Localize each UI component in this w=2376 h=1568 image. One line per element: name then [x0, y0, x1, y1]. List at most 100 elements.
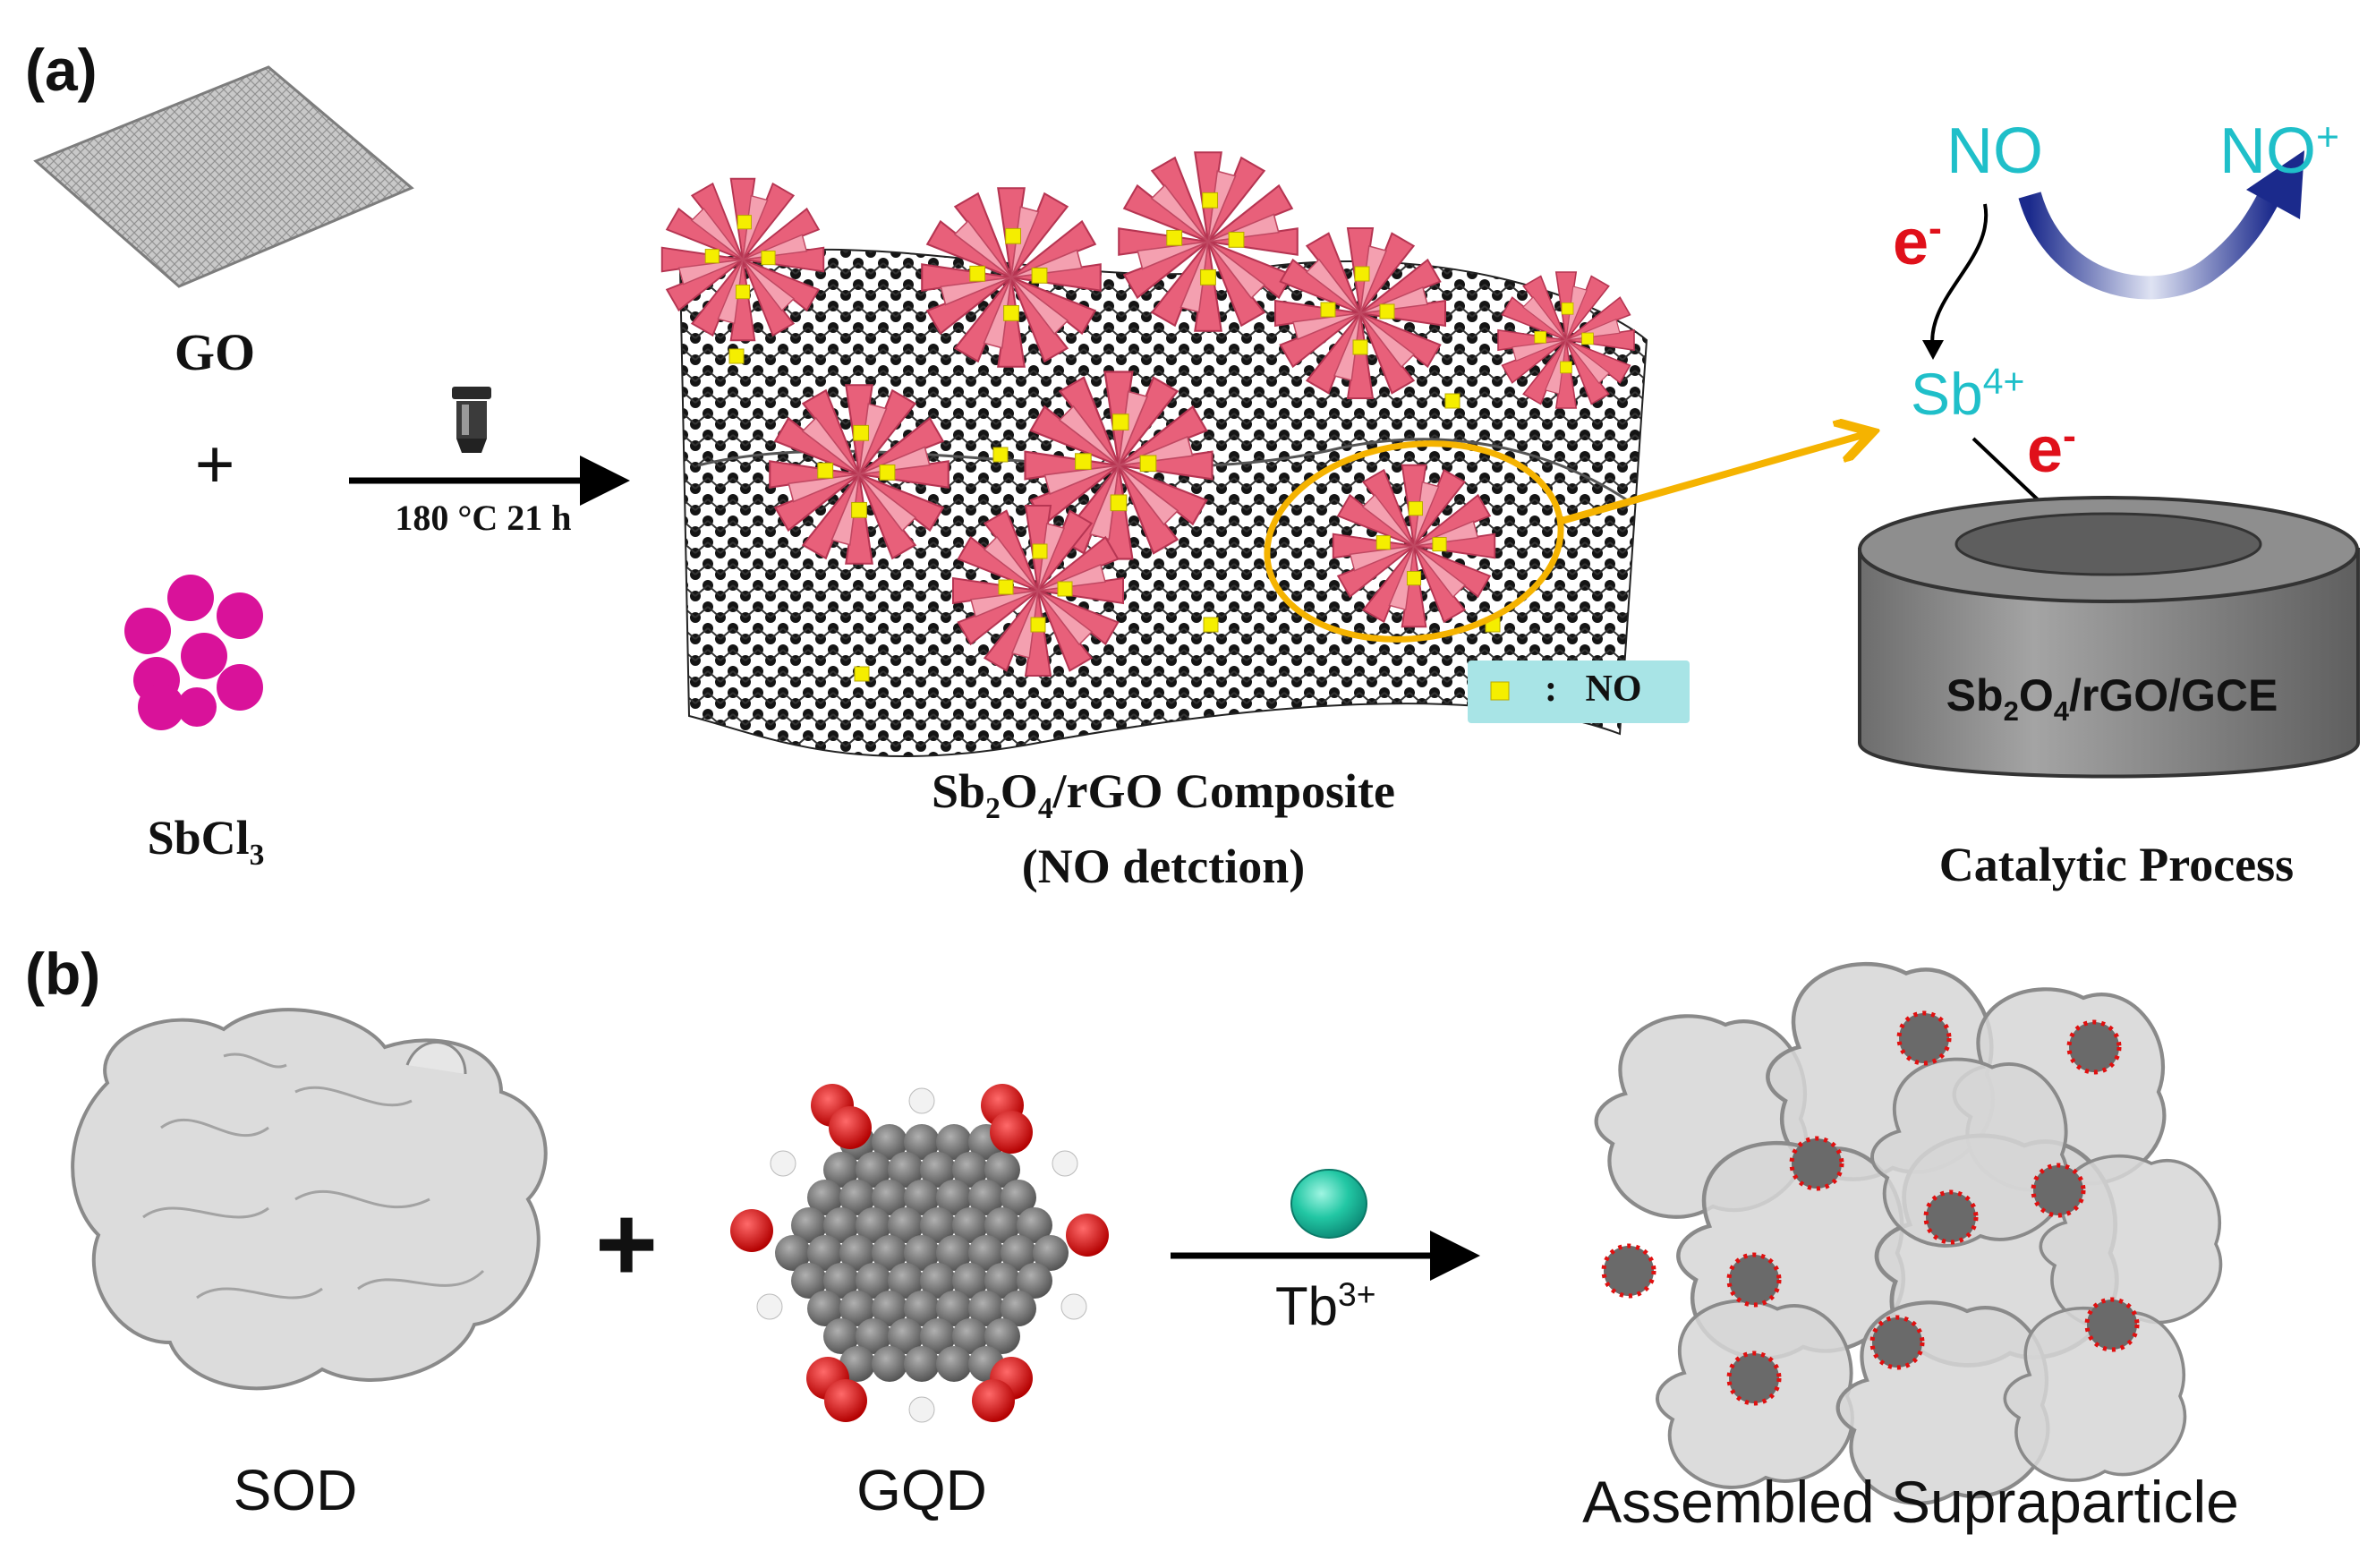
gqd-carbon-atom	[984, 1207, 1020, 1243]
embedded-gqd	[1869, 1315, 1925, 1370]
gqd-carbon-atom	[888, 1263, 924, 1299]
embedded-gqd	[2084, 1297, 2140, 1352]
gqd-carbon-atom	[888, 1207, 924, 1243]
embedded-gqd	[1726, 1252, 1782, 1308]
sb-ion-label: Sb4+	[1911, 361, 2025, 427]
reactant-sbcl3-label: SbCl3	[147, 811, 265, 872]
gqd-carbon-atom	[952, 1207, 988, 1243]
embedded-gqd	[1923, 1189, 1979, 1245]
embedded-gqd	[1789, 1136, 1844, 1191]
gqd-hydrogen-atom	[1060, 1293, 1087, 1320]
gqd-carbon-atom	[791, 1263, 827, 1299]
gqd-carbon-atom	[920, 1263, 956, 1299]
gqd-carbon-atom	[936, 1346, 972, 1382]
gqd-carbon-atom	[1033, 1235, 1069, 1271]
plus-sign-b: +	[594, 1184, 659, 1304]
sod-protein-icon	[71, 1008, 548, 1391]
gqd-carbon-atom	[968, 1291, 1004, 1326]
gqd-carbon-atom	[984, 1318, 1020, 1354]
embedded-gqd	[2031, 1163, 2086, 1218]
gqd-carbon-atom	[872, 1235, 907, 1271]
gqd-carbon-atom	[775, 1235, 811, 1271]
gqd-carbon-atom	[920, 1318, 956, 1354]
supraparticle-label: Assembled Supraparticle	[1582, 1469, 2239, 1535]
panel-b-label: (b)	[25, 941, 101, 1007]
gqd-hydrogen-atom	[908, 1087, 935, 1114]
gqd-hydrogen-atom	[770, 1150, 796, 1177]
gqd-carbon-atom	[872, 1346, 907, 1382]
gqd-carbon-atom	[839, 1180, 875, 1215]
gqd-carbon-atom	[807, 1235, 843, 1271]
reaction-condition-label: 180 °C 21 h	[395, 498, 572, 538]
panel-a-label: (a)	[25, 37, 98, 103]
gqd-carbon-atom	[856, 1152, 891, 1188]
electron-label-1: e-	[1893, 207, 1942, 278]
electron-label-2: e-	[2027, 414, 2076, 486]
embedded-gqd	[1601, 1243, 1656, 1299]
gqd-molecule-icon	[730, 1084, 1109, 1423]
gqd-oxygen-atom	[990, 1111, 1033, 1154]
gqd-carbon-atom	[1017, 1263, 1052, 1299]
reactant-go-label: GO	[174, 323, 256, 381]
no-legend-box	[1468, 660, 1690, 723]
sod-label: SOD	[233, 1458, 358, 1522]
gqd-carbon-atom	[872, 1180, 907, 1215]
gqd-oxygen-atom	[972, 1379, 1015, 1422]
no-label: NO	[1946, 115, 2043, 187]
gqd-carbon-atom	[872, 1124, 907, 1160]
gqd-carbon-atom	[920, 1152, 956, 1188]
no-plus-label: NO+	[2219, 115, 2340, 187]
electrode-cylinder-icon	[1858, 496, 2360, 779]
gqd-oxygen-atom	[1066, 1214, 1109, 1257]
gqd-carbon-atom	[952, 1318, 988, 1354]
gqd-carbon-atom	[936, 1235, 972, 1271]
gqd-carbon-atom	[904, 1180, 940, 1215]
gqd-carbon-atom	[807, 1180, 843, 1215]
oxidation-arc-arrow	[2018, 150, 2304, 300]
gqd-carbon-atom	[920, 1207, 956, 1243]
gqd-carbon-atom	[984, 1152, 1020, 1188]
legend-text: : NO	[1545, 669, 1642, 710]
gqd-carbon-atom	[1017, 1207, 1052, 1243]
gqd-hydrogen-atom	[1052, 1150, 1078, 1177]
gqd-carbon-atom	[1001, 1235, 1036, 1271]
gqd-carbon-atom	[839, 1291, 875, 1326]
gqd-carbon-atom	[952, 1152, 988, 1188]
gqd-carbon-atom	[823, 1263, 859, 1299]
plus-sign-a: +	[194, 426, 235, 505]
gqd-carbon-atom	[839, 1235, 875, 1271]
go-sheet-icon	[33, 65, 414, 288]
highlight-arrow	[1560, 434, 1866, 524]
embedded-gqd	[2066, 1019, 2122, 1075]
gqd-carbon-atom	[823, 1207, 859, 1243]
gqd-hydrogen-atom	[756, 1293, 783, 1320]
gqd-oxygen-atom	[824, 1379, 867, 1422]
catalytic-process-caption: Catalytic Process	[1938, 838, 2295, 891]
gqd-carbon-atom	[904, 1291, 940, 1326]
gqd-oxygen-atom	[829, 1106, 872, 1149]
gqd-carbon-atom	[904, 1346, 940, 1382]
gqd-carbon-atom	[823, 1318, 859, 1354]
tb-ion-icon	[1290, 1169, 1367, 1239]
embedded-gqd	[1896, 1010, 1952, 1066]
gqd-carbon-atom	[1001, 1180, 1036, 1215]
composite-caption: Sb2O4/rGO Composite (NO detction)	[805, 763, 1521, 895]
tb-ion-label: Tb3+	[1275, 1275, 1376, 1336]
gqd-carbon-atom	[872, 1291, 907, 1326]
gqd-carbon-atom	[904, 1124, 940, 1160]
gqd-carbon-atom	[952, 1263, 988, 1299]
gqd-carbon-atom	[823, 1152, 859, 1188]
gqd-carbon-atom	[936, 1180, 972, 1215]
gqd-carbon-atom	[1001, 1291, 1036, 1326]
electrode-label: Sb2O4/rGO/GCE	[1946, 670, 2278, 727]
sbcl3-particles-icon	[124, 575, 263, 730]
embedded-gqd-icons	[1601, 1010, 2140, 1406]
gqd-carbon-atom	[856, 1318, 891, 1354]
autoclave-icon	[452, 387, 491, 453]
gqd-carbon-atom	[856, 1263, 891, 1299]
legend-no-marker	[1490, 681, 1510, 701]
gqd-carbon-atom	[856, 1207, 891, 1243]
embedded-gqd	[1726, 1351, 1782, 1406]
gqd-carbon-atom	[807, 1291, 843, 1326]
